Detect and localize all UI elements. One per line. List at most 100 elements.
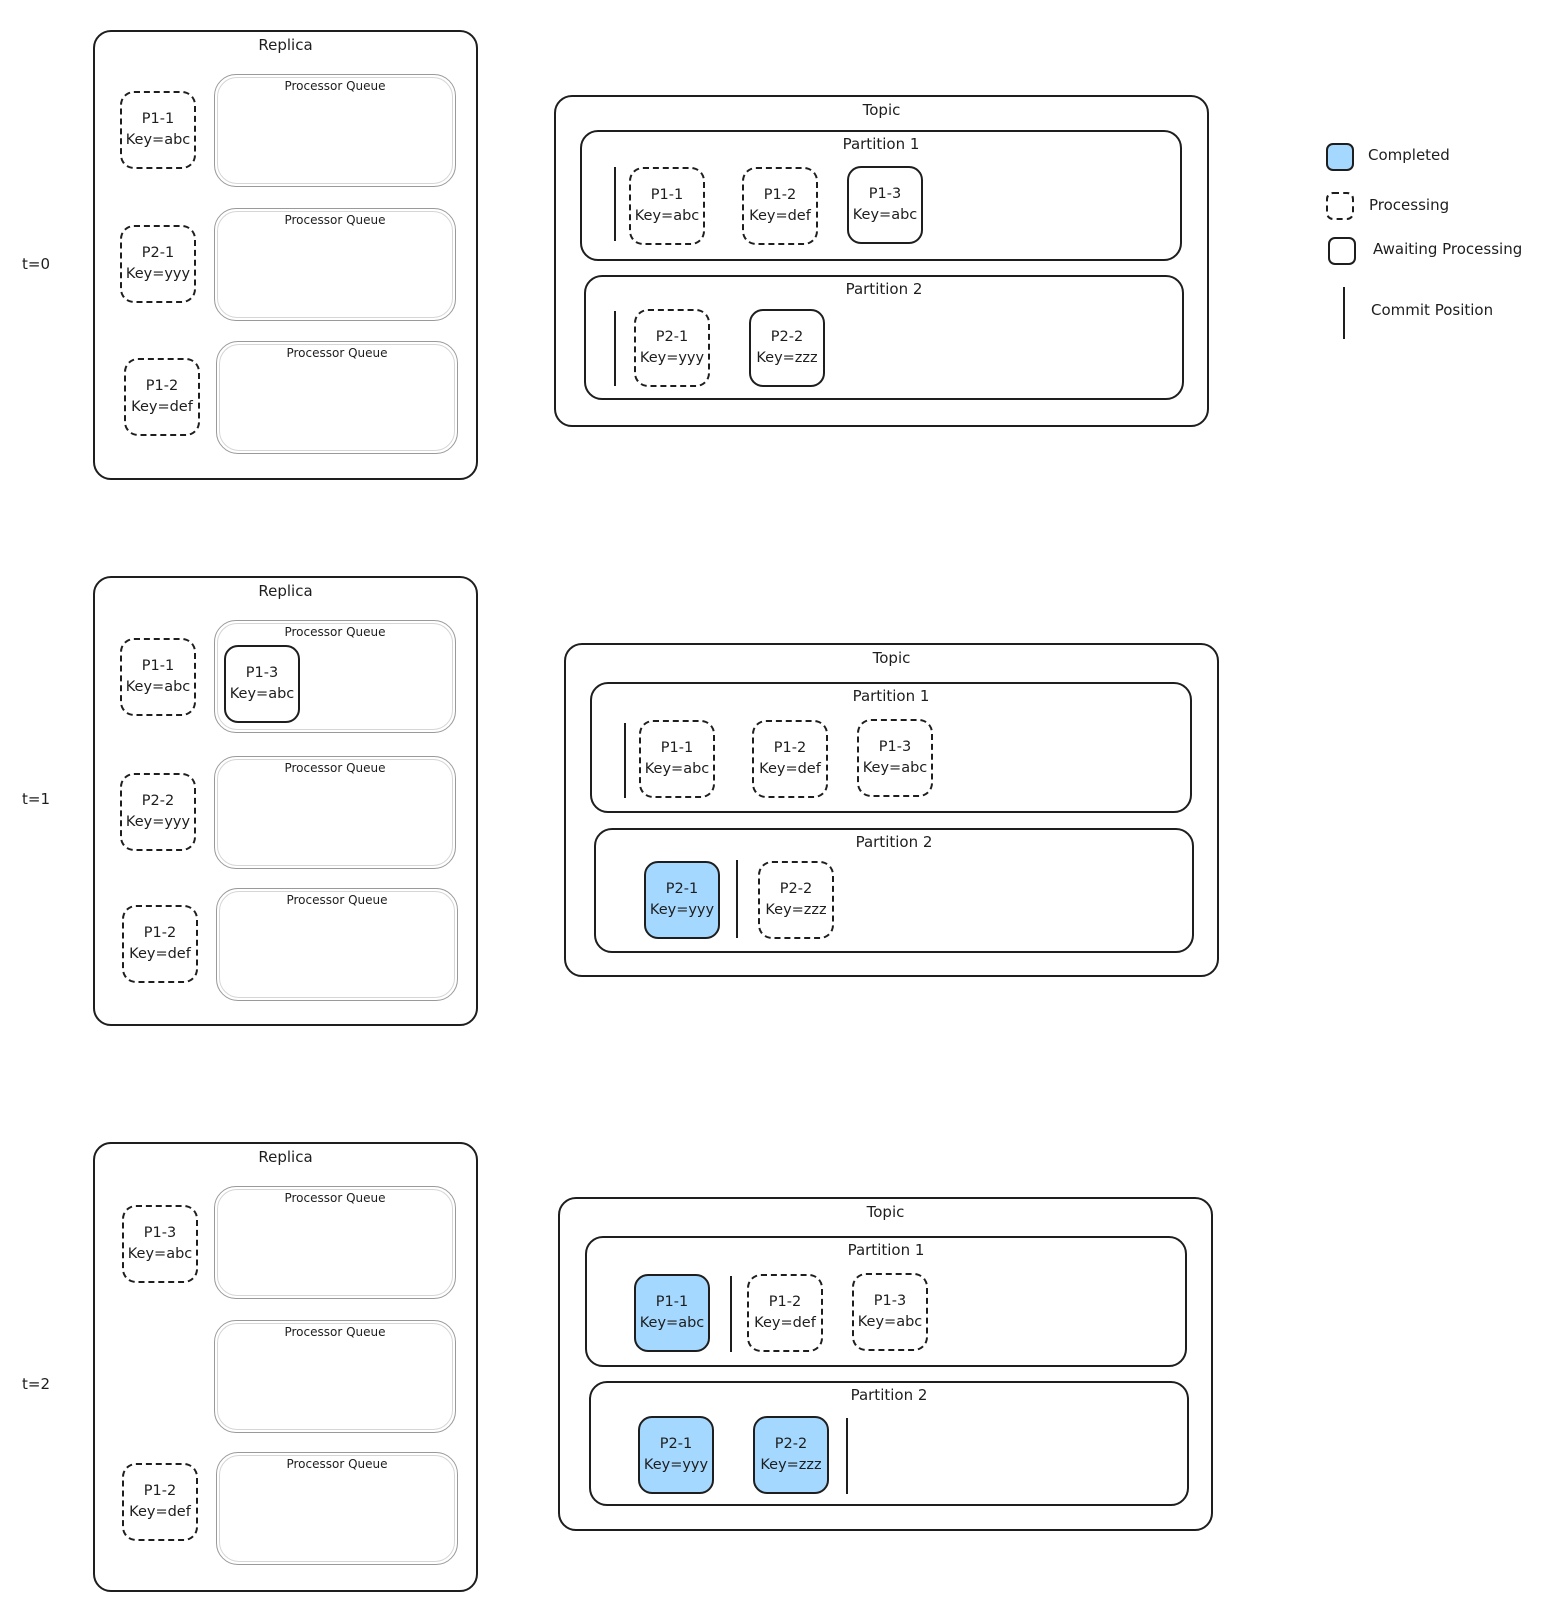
processor-queue-title: Processor Queue — [284, 213, 386, 227]
time-label: t=2 — [22, 1375, 50, 1393]
partition-message: P1-3 Key=abc — [852, 1273, 928, 1351]
message-key: Key=yyy — [125, 266, 191, 282]
message-id: P1-3 — [143, 1225, 177, 1241]
message-id: P1-2 — [143, 1483, 177, 1499]
processor-queue: Processor Queue — [214, 756, 456, 869]
partition-message: P1-2 Key=def — [752, 720, 828, 798]
legend-processing-swatch — [1326, 192, 1354, 220]
message-id: P1-1 — [650, 187, 684, 203]
message-id: P1-3 — [245, 665, 279, 681]
processor-queue: Processor Queue — [214, 74, 456, 187]
legend-awaiting-swatch — [1328, 237, 1356, 265]
partition-title: Partition 1 — [847, 1241, 925, 1259]
message-id: P1-1 — [141, 111, 175, 127]
commit-position-marker — [736, 860, 738, 938]
partition-title: Partition 2 — [850, 1386, 928, 1404]
message-id: P1-2 — [763, 187, 797, 203]
message-key: Key=abc — [125, 132, 191, 148]
message-id: P2-1 — [659, 1436, 693, 1452]
message-key: Key=zzz — [756, 350, 818, 366]
message-key: Key=def — [129, 1504, 191, 1520]
message-id: P2-1 — [655, 329, 689, 345]
processor-queue-title: Processor Queue — [286, 346, 388, 360]
partition-title: Partition 2 — [845, 280, 923, 298]
processor-queue-title: Processor Queue — [284, 79, 386, 93]
message-id: P1-2 — [145, 378, 179, 394]
message-key: Key=def — [131, 399, 193, 415]
message-id: P2-2 — [779, 881, 813, 897]
message-key: Key=def — [754, 1315, 816, 1331]
message-key: Key=yyy — [125, 814, 191, 830]
replica-title: Replica — [258, 36, 313, 54]
message-key: Key=abc — [634, 208, 700, 224]
message-id: P2-2 — [141, 793, 175, 809]
message-key: Key=zzz — [765, 902, 827, 918]
partition-message: P1-2 Key=def — [742, 167, 818, 245]
legend-completed-label: Completed — [1368, 146, 1450, 164]
replica-slot-message: P1-2 Key=def — [124, 358, 200, 436]
message-id: P1-2 — [768, 1294, 802, 1310]
commit-position-marker — [614, 167, 616, 241]
partition-title: Partition 1 — [852, 687, 930, 705]
message-key: Key=zzz — [760, 1457, 822, 1473]
message-key: Key=abc — [857, 1314, 923, 1330]
message-key: Key=yyy — [639, 350, 705, 366]
replica-slot-message: P1-3 Key=abc — [122, 1205, 198, 1283]
legend-commit-label: Commit Position — [1371, 301, 1494, 319]
legend-completed-swatch — [1326, 143, 1354, 171]
processor-queue-title: Processor Queue — [284, 1325, 386, 1339]
replica-slot-message: P2-2 Key=yyy — [120, 773, 196, 851]
replica-slot-message: P1-1 Key=abc — [120, 638, 196, 716]
topic-title: Topic — [862, 101, 901, 119]
partition-title: Partition 1 — [842, 135, 920, 153]
processor-queue: Processor Queue — [216, 1452, 458, 1565]
time-label: t=0 — [22, 255, 50, 273]
processor-queue-title: Processor Queue — [286, 893, 388, 907]
partition-message: P1-1 Key=abc — [639, 720, 715, 798]
legend-processing-label: Processing — [1369, 196, 1450, 214]
message-key: Key=yyy — [643, 1457, 709, 1473]
processor-queue: Processor Queue — [214, 208, 456, 321]
message-key: Key=abc — [125, 679, 191, 695]
message-id: P2-1 — [665, 881, 699, 897]
message-key: Key=abc — [127, 1246, 193, 1262]
legend-commit-marker — [1343, 287, 1345, 339]
partition-message: P1-1 Key=abc — [634, 1274, 710, 1352]
processor-queue-title: Processor Queue — [286, 1457, 388, 1471]
partition-message: P1-2 Key=def — [747, 1274, 823, 1352]
commit-position-marker — [624, 723, 626, 798]
processor-queue-title: Processor Queue — [284, 625, 386, 639]
replica-title: Replica — [258, 1148, 313, 1166]
replica-slot-message: P1-2 Key=def — [122, 905, 198, 983]
legend-awaiting-label: Awaiting Processing — [1373, 240, 1523, 258]
message-key: Key=yyy — [649, 902, 715, 918]
topic-title: Topic — [872, 649, 911, 667]
message-key: Key=abc — [862, 760, 928, 776]
message-id: P1-1 — [141, 658, 175, 674]
replica-title: Replica — [258, 582, 313, 600]
replica-slot-message: P1-1 Key=abc — [120, 91, 196, 169]
topic-title: Topic — [866, 1203, 905, 1221]
commit-position-marker — [730, 1276, 732, 1352]
processor-queue: Processor Queue — [216, 341, 458, 454]
partition-message: P2-1 Key=yyy — [644, 861, 720, 939]
partition-message: P2-2 Key=zzz — [753, 1416, 829, 1494]
processor-queue: Processor Queue — [214, 1320, 456, 1433]
message-id: P1-1 — [660, 740, 694, 756]
message-id: P2-2 — [774, 1436, 808, 1452]
replica-slot-message: P2-1 Key=yyy — [120, 225, 196, 303]
partition-title: Partition 2 — [855, 833, 933, 851]
message-key: Key=abc — [852, 207, 918, 223]
message-id: P2-1 — [141, 245, 175, 261]
message-key: Key=abc — [644, 761, 710, 777]
partition-message: P1-1 Key=abc — [629, 167, 705, 245]
message-key: Key=abc — [229, 686, 295, 702]
message-key: Key=def — [759, 761, 821, 777]
commit-position-marker — [614, 311, 616, 386]
queued-message: P1-3 Key=abc — [224, 645, 300, 723]
message-key: Key=abc — [639, 1315, 705, 1331]
message-id: P1-1 — [655, 1294, 689, 1310]
message-id: P2-2 — [770, 329, 804, 345]
message-id: P1-3 — [878, 739, 912, 755]
partition-message: P2-2 Key=zzz — [758, 861, 834, 939]
